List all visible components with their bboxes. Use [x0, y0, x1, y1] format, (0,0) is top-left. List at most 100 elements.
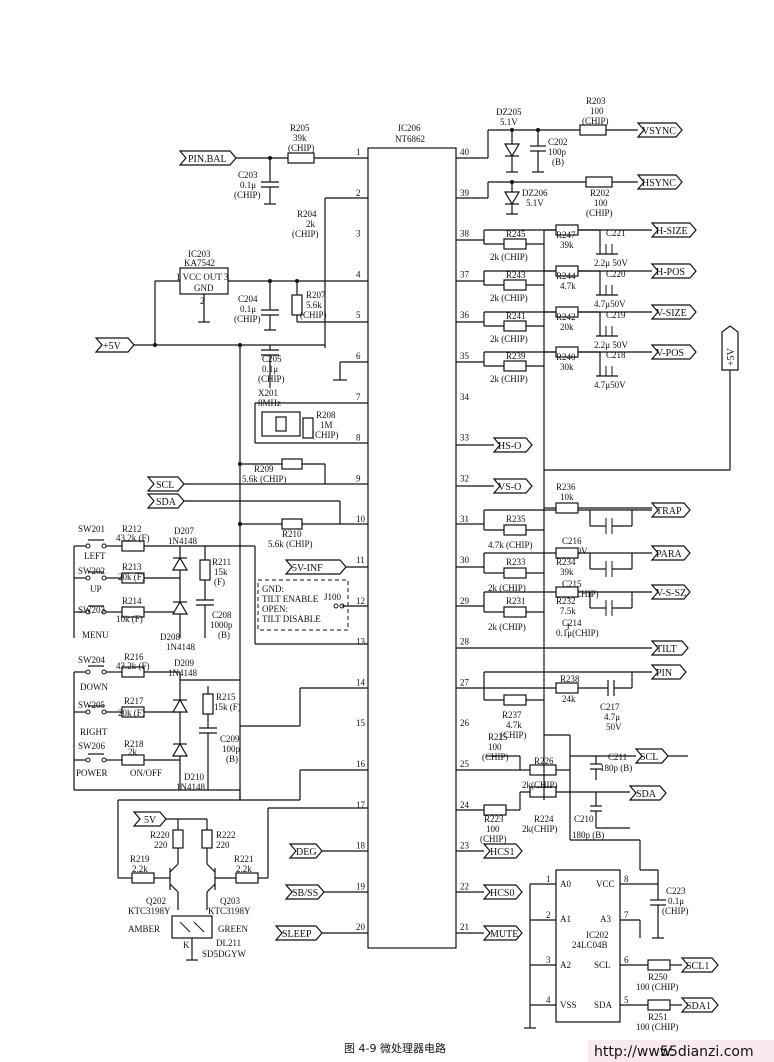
r213-value: 20k (F) [118, 572, 145, 582]
r209-label: R209 [254, 464, 274, 474]
r244-value: 4.7k [560, 281, 576, 291]
q202-value: KTC3198Y [128, 906, 171, 916]
v-s-sz-label: V-S-SZ [656, 588, 686, 599]
r233-label: R233 [506, 557, 526, 567]
v-pos-label: V-POS [656, 348, 684, 359]
scl-port [146, 476, 185, 492]
d208-label: D208 [160, 632, 180, 642]
ic202-a0: A0 [560, 879, 571, 889]
q203-label: Q203 [220, 896, 240, 906]
r238-value: 24k [562, 694, 576, 704]
ic206-pin-4: 4 [356, 269, 361, 279]
r224-resistor [529, 786, 557, 798]
sda-label: SDA [156, 497, 177, 508]
r233-resistor [503, 567, 527, 579]
r225-value: 100 [488, 742, 502, 752]
para-port [650, 545, 691, 561]
pin-label: PIN [656, 668, 672, 679]
ic206-pin-8: 8 [356, 433, 361, 443]
ic202-part: 24LC04B [572, 940, 608, 950]
c217-type: 50V [606, 722, 622, 732]
ic206-pin-5: 5 [356, 310, 361, 320]
v-size-label: V-SIZE [656, 308, 687, 319]
dl211-led [171, 915, 213, 939]
tilt-enable: TILT ENABLE [262, 594, 319, 604]
ic203-gnd: GND [194, 283, 214, 293]
c211-value: 180p (B) [600, 763, 632, 773]
r237-value: 4.7k [506, 720, 522, 730]
pin-bal-section: PIN.BAL R205 39k (CHIP) C203 0.1μ (CHIP) [178, 123, 368, 205]
pin-port [650, 664, 687, 680]
r231-value: 2k (CHIP) [488, 622, 526, 632]
figure-caption: 图 4-9 微处理器电路 [344, 1041, 446, 1055]
r234-value: 39k [560, 567, 574, 577]
r203-type: (CHIP) [582, 116, 609, 126]
watermark-prefix: http://www. [594, 1044, 674, 1060]
d210-label: D210 [184, 772, 204, 782]
vsync-label: VSYNC [642, 126, 676, 137]
sda1-port [680, 997, 719, 1013]
ic206-pin-23: 23 [460, 841, 470, 851]
r205-type: (CHIP) [288, 143, 315, 153]
scl1-port [680, 957, 719, 973]
sw202-label: SW202 [78, 566, 105, 576]
h-pos-port [650, 263, 697, 279]
r207-type: (CHIP) [300, 310, 327, 320]
scl-sda-left: R209 5.6k (CHIP) SCL SDA R210 5.6k (CHIP… [146, 458, 368, 549]
sw203-label: SW203 [78, 605, 106, 615]
c205-type: (CHIP) [258, 374, 285, 384]
sda-port [146, 493, 185, 509]
c219-value: 2.2μ 50V [594, 340, 628, 350]
ic206-pin-3: 3 [356, 229, 361, 239]
r225-type: (CHIP) [482, 752, 509, 762]
c220-label: C220 [606, 269, 626, 279]
c202-value: 100p [548, 147, 567, 157]
key-switches-top: SW201 LEFT R212 43.2k (F) SW202 UP R213 … [73, 524, 255, 652]
hcs1-port [482, 843, 523, 859]
r211-label: R211 [212, 557, 231, 567]
scl-r-label: SCL [640, 752, 658, 763]
r240-value: 30k [560, 362, 574, 372]
r218-label: R218 [124, 739, 144, 749]
plus5v-right-label: +5V [726, 347, 737, 366]
r234-resistor [555, 547, 579, 559]
sw205-right: RIGHT [80, 727, 108, 737]
ic206-pin-22: 22 [460, 881, 469, 891]
r207-value: 5.6k [306, 300, 322, 310]
ic202-pin2: 2 [546, 910, 551, 920]
c216-label: C216 [562, 536, 582, 546]
r210-label: R210 [282, 529, 302, 539]
r212-label: R212 [122, 524, 142, 534]
ic206-pin-34: 34 [460, 392, 470, 402]
5v-inf-label: 5V-INF [292, 563, 323, 574]
ic206-pin-9: 9 [356, 473, 361, 483]
c210-label: C210 [574, 814, 594, 824]
r208-resistor [302, 417, 314, 439]
r239-label: R239 [506, 351, 526, 361]
c204-label: C204 [238, 294, 258, 304]
r250-resistor [647, 959, 671, 971]
ic206-part: NT6862 [395, 134, 425, 144]
r223-value: 100 [486, 824, 500, 834]
ic206-pin-39: 39 [460, 188, 470, 198]
sw206-label: SW206 [78, 741, 106, 751]
ic202-scl: SCL [594, 960, 611, 970]
v-s-sz-port [650, 584, 691, 600]
d209-label: D209 [174, 658, 194, 668]
r214-value: 10k (F) [116, 614, 143, 624]
ic206-pin-24: 24 [460, 800, 470, 810]
r245-value: 2k (CHIP) [490, 252, 528, 262]
r232-type: J [566, 622, 570, 632]
sw201-label: SW201 [78, 524, 105, 534]
led-driver-section: 5V R220 220 R222 220 R219 2.2k R221 2.2k [117, 799, 368, 961]
r208-label: R208 [316, 410, 336, 420]
c208-type: (B) [218, 630, 230, 640]
r239-value: 2k (CHIP) [490, 374, 528, 384]
hcs0-port [482, 884, 523, 900]
ic202-vcc: VCC [596, 879, 615, 889]
h-size-port [650, 222, 697, 238]
ic202-a3: A3 [600, 914, 611, 924]
sw201-left: LEFT [84, 551, 106, 561]
